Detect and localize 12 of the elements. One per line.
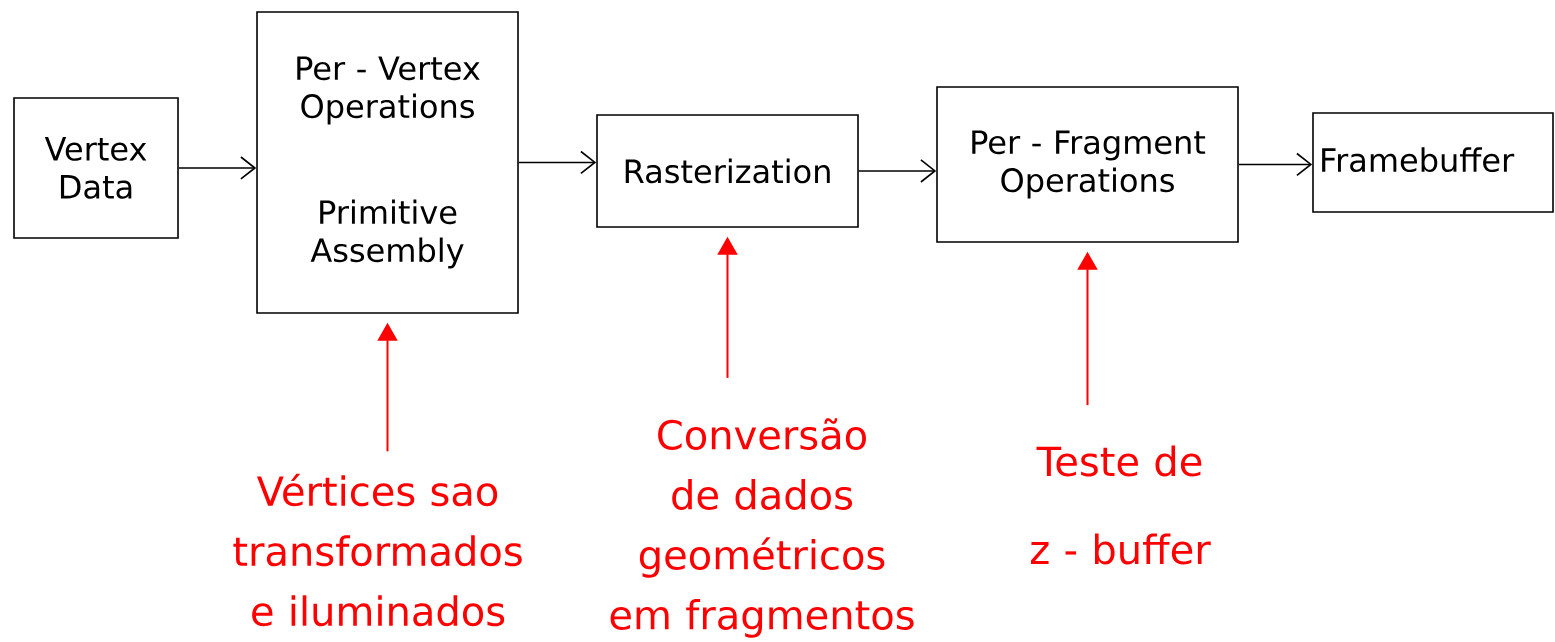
process-box: Per - Vertex Operations Primitive Assembly bbox=[256, 11, 519, 314]
process-box: Per - Fragment Operations bbox=[936, 86, 1239, 243]
annotation-text: Conversão de dados geométricos em fragmentos bbox=[610, 418, 914, 638]
arrow bbox=[178, 156, 257, 180]
process-box: Vertex Data bbox=[13, 97, 179, 239]
process-box: Rasterization bbox=[596, 114, 859, 228]
process-box: Framebuffer bbox=[1312, 112, 1554, 213]
arrow bbox=[518, 150, 597, 175]
arrow bbox=[858, 159, 937, 183]
arrow bbox=[1238, 152, 1313, 177]
annotation-text: Teste de z - buffer bbox=[1031, 445, 1211, 565]
annotation-text: Vértices sao transformados e iluminados bbox=[233, 473, 522, 627]
